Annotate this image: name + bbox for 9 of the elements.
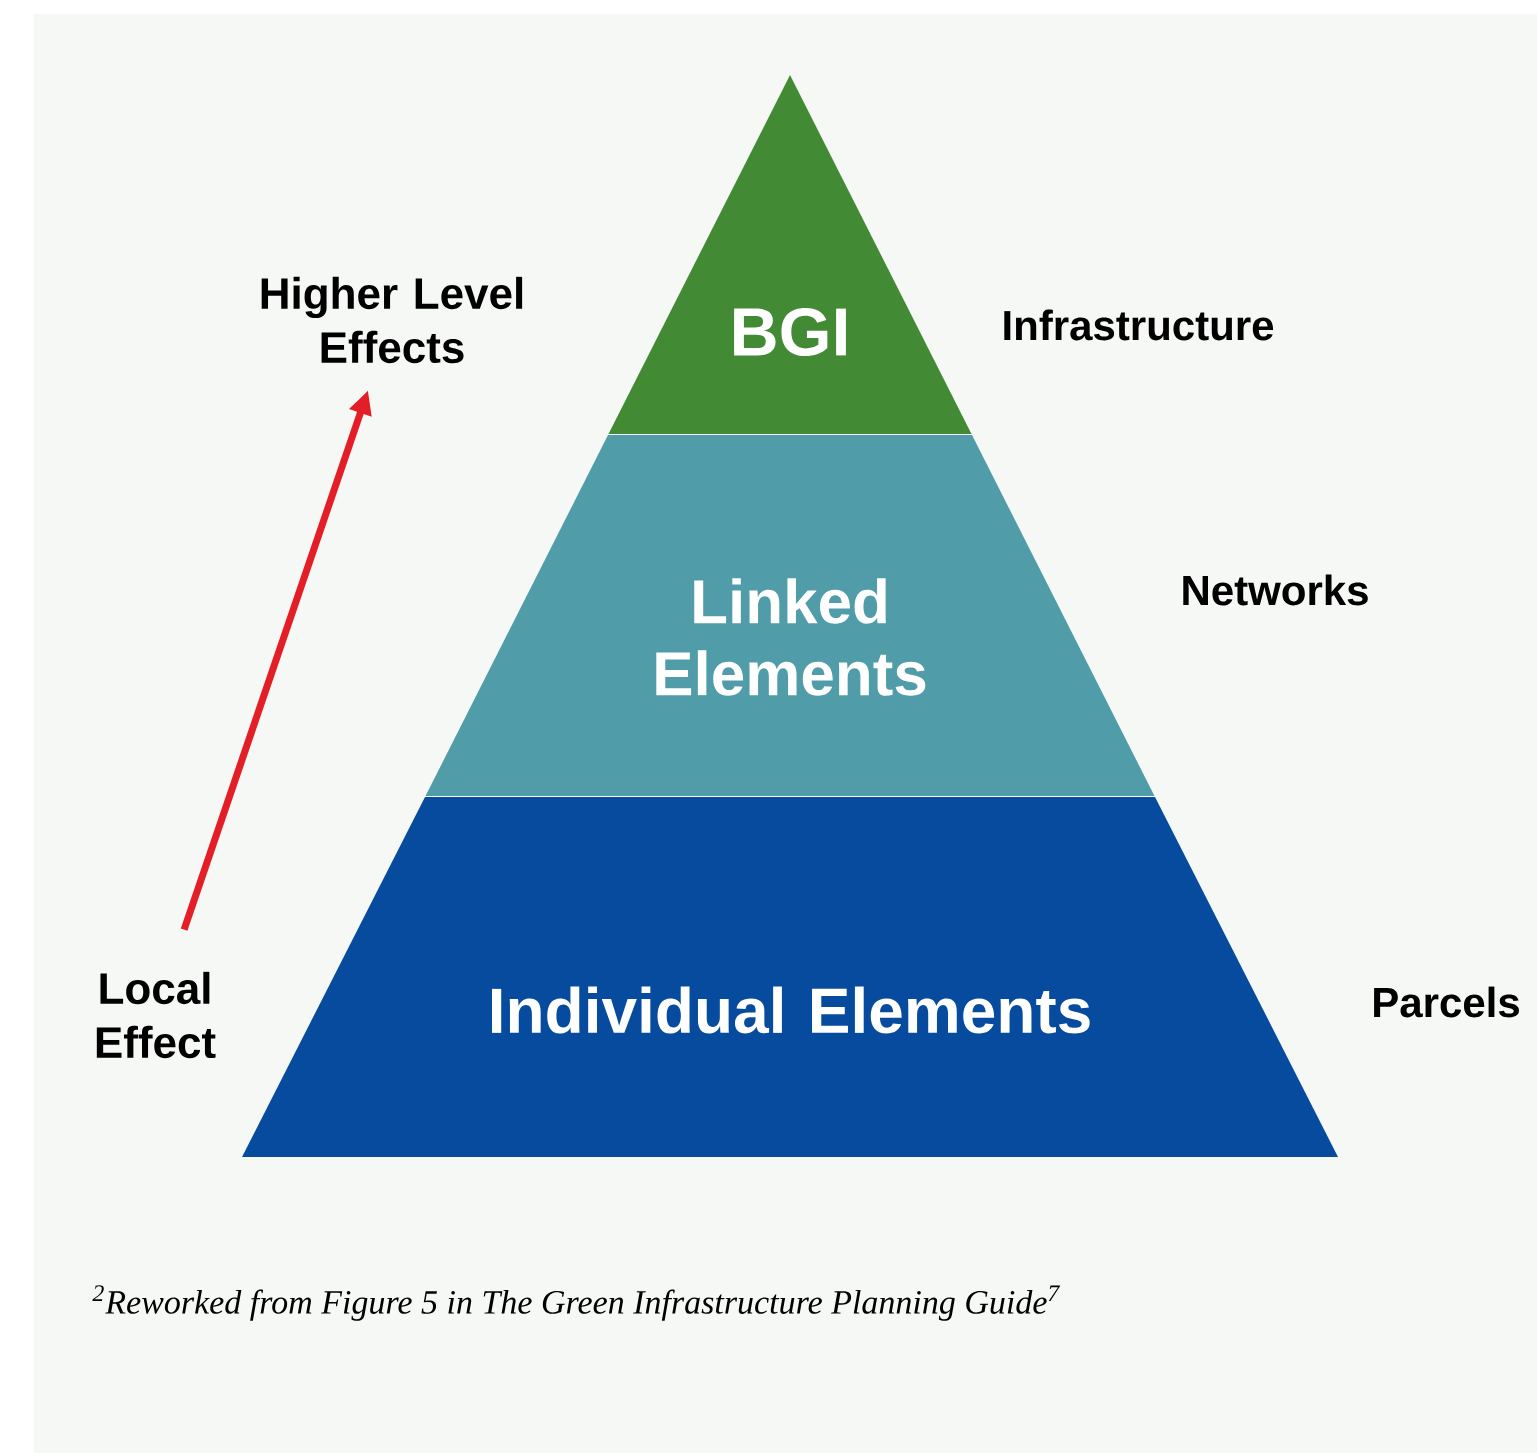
triangle-layer: BGI xyxy=(607,75,973,436)
side-label: Infrastructure xyxy=(1004,309,1274,341)
effect-label: Higher Level Effects xyxy=(261,276,523,364)
caption: $^{2}$Reworked from Figure 5 in The Green Infrastructure Planning Guide$^{7}$ xyxy=(92,1285,1061,1321)
effect-label: Local Effect xyxy=(96,971,216,1059)
trapezoid-layer: Linked Elements xyxy=(424,435,1156,798)
side-label: Networks xyxy=(1183,574,1368,606)
side-label: Parcels xyxy=(1374,986,1519,1018)
trapezoid-layer: Individual Elements xyxy=(242,797,1338,1157)
